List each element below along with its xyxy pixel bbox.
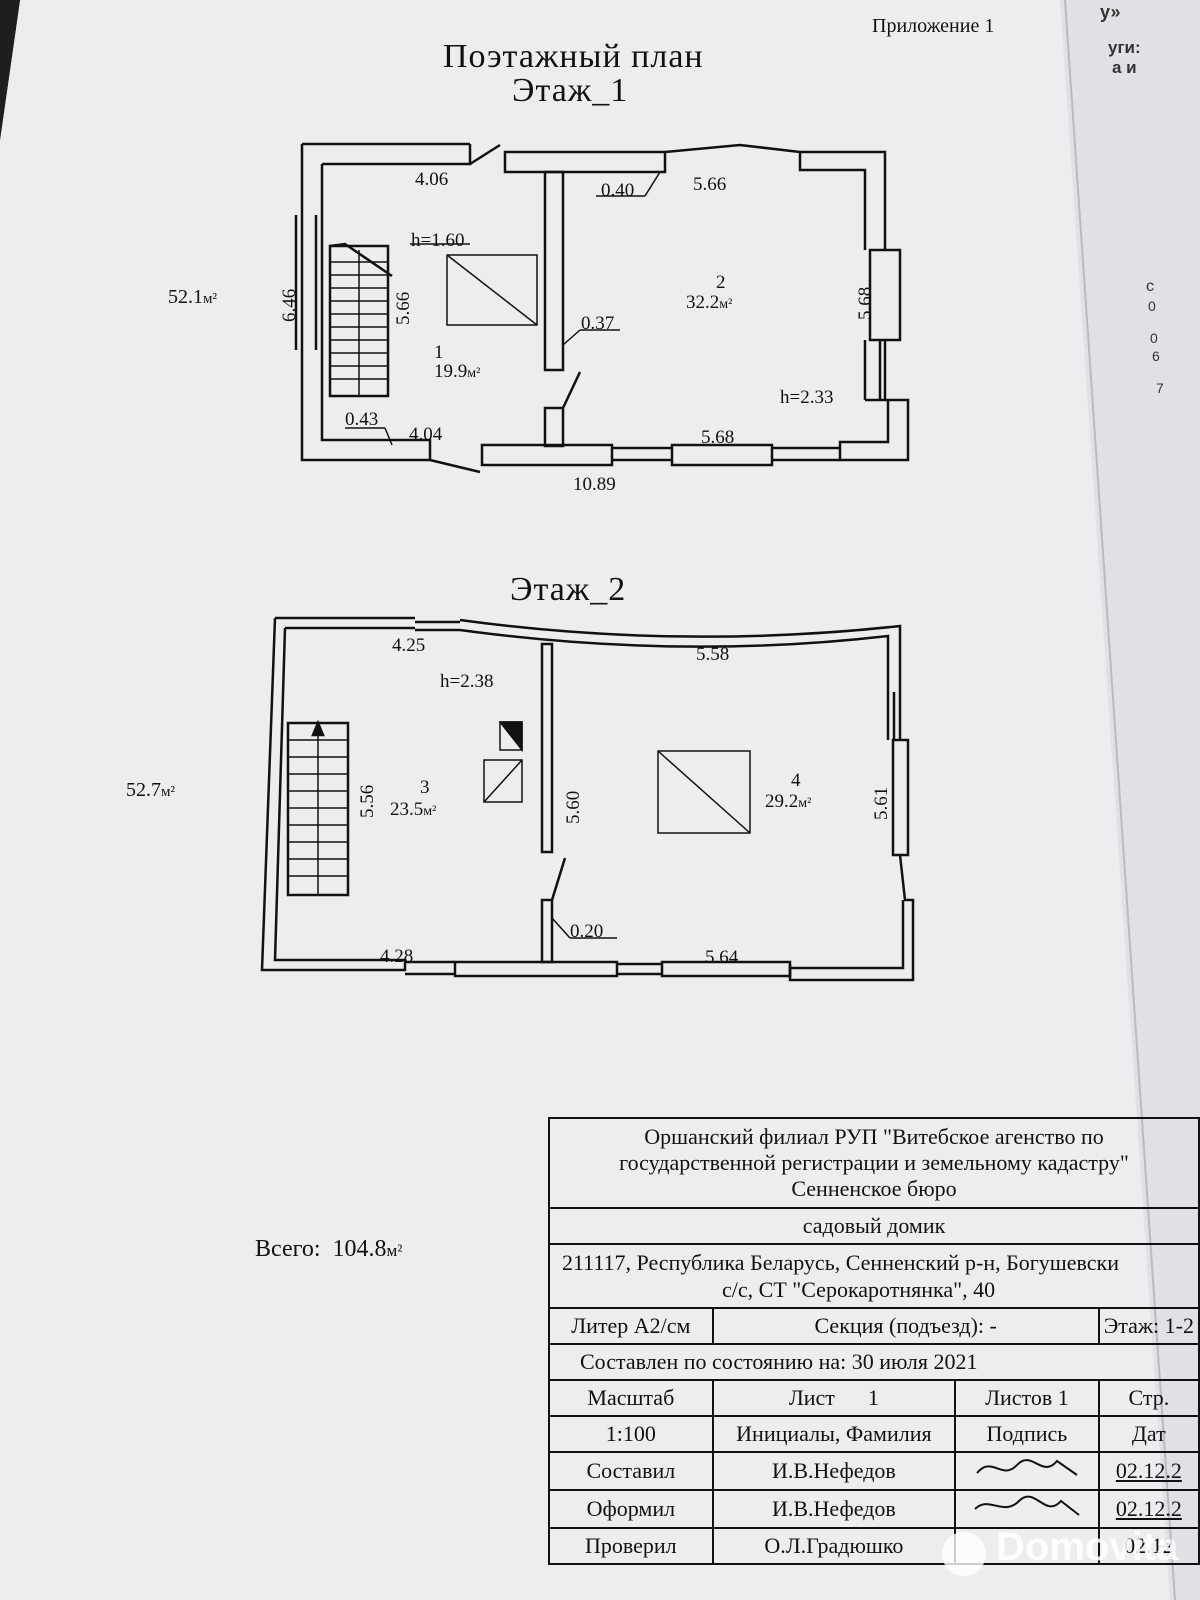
stamp-person: И.В.Нефедов: [711, 1489, 957, 1529]
title-block: Оршанский филиал РУП "Витебское агенство…: [548, 1117, 1200, 1571]
side-fragment: с: [1146, 278, 1154, 295]
side-fragment: 7: [1156, 380, 1164, 396]
floor1-label: Этаж_1: [512, 72, 629, 109]
floor2-total-area: 52.7м²: [126, 779, 175, 801]
dim-f1-ceiling-h: h=2.33: [780, 387, 834, 408]
room-2-area: 32.2м²: [686, 292, 733, 313]
dim-f1-bottom-left: 4.04: [409, 424, 443, 445]
stamp-sheet: Лист 1: [711, 1379, 957, 1417]
stamp-role: Проверил: [548, 1527, 714, 1565]
room-3-area: 23.5м²: [390, 799, 437, 820]
stamp-liter: Литер А2/см: [548, 1307, 714, 1345]
stamp-initials-label: Инициалы, Фамилия: [711, 1415, 957, 1453]
dim-f1-top-right: 5.66: [693, 174, 727, 195]
side-fragment: 0: [1150, 330, 1158, 346]
room-4-number: 4: [791, 770, 801, 791]
stamp-sheets-count: Листов 1: [954, 1379, 1100, 1417]
room-1-area: 19.9м²: [434, 361, 481, 382]
stamp-page-label: Стр.: [1097, 1379, 1200, 1417]
floor1-total-area: 52.1м²: [168, 286, 217, 308]
watermark-text: Domovita: [996, 1525, 1179, 1569]
dim-f2-top-left: 4.25: [392, 635, 426, 656]
stamp-person: И.В.Нефедов: [711, 1451, 957, 1491]
dim-f1-bottom-wall: 0.43: [345, 409, 379, 430]
dim-f1-top-mid: 0.40: [601, 180, 635, 201]
room-1-number: 1: [434, 342, 444, 363]
stamp-person: О.Л.Градюшко: [711, 1527, 957, 1565]
room-4-area: 29.2м²: [765, 791, 812, 812]
stamp-scale-label: Масштаб: [548, 1379, 714, 1417]
dim-f1-bottom-right: 5.68: [701, 427, 735, 448]
dim-f2-right: 5.61: [871, 786, 892, 820]
room-3-number: 3: [420, 777, 430, 798]
dim-f1-wall: 0.37: [581, 313, 615, 334]
appendix-label: Приложение 1: [872, 15, 995, 37]
stamp-signature-label: Подпись: [954, 1415, 1100, 1453]
stamp-state-date: Составлен по состоянию на: 30 июля 2021: [548, 1343, 1200, 1381]
stamp-section: Секция (подъезд): -: [711, 1307, 1100, 1345]
stamp-date-label: Дат: [1097, 1415, 1200, 1453]
stamp-row: Оформил И.В.Нефедов 02.12.2: [548, 1489, 1200, 1529]
side-fragment: а и: [1112, 58, 1137, 77]
stamp-scale-value: 1:100: [548, 1415, 714, 1453]
signature: [954, 1451, 1100, 1491]
stamp-row: Составил И.В.Нефедов 02.12.2: [548, 1451, 1200, 1491]
stamp-date: 02.12: [1097, 1527, 1200, 1565]
dim-f2-top-right: 5.58: [696, 644, 730, 665]
dim-f2-ceiling-h: h=2.38: [440, 671, 494, 692]
stamp-row: Проверил О.Л.Градюшко 02.12: [548, 1527, 1200, 1565]
stamp-address: 211117, Республика Беларусь, Сенненский …: [548, 1243, 1200, 1309]
plan-title: Поэтажный план: [443, 38, 704, 75]
total-area: Всего: 104.8м²: [255, 1236, 403, 1262]
side-fragment: уги:: [1108, 38, 1141, 57]
dim-f2-bottom-left: 4.28: [380, 946, 414, 967]
dim-f2-bottom-right: 5.64: [705, 947, 739, 968]
dim-f2-left: 5.56: [357, 784, 378, 818]
dim-f1-stair-h: h=1.60: [411, 230, 465, 251]
stamp-role: Составил: [548, 1451, 714, 1491]
dim-f1-top-left: 4.06: [415, 169, 449, 190]
dim-f2-wall: 5.60: [563, 790, 584, 824]
stamp-floor: Этаж: 1-2: [1097, 1307, 1200, 1345]
dim-f1-bottom-total: 10.89: [573, 474, 616, 495]
side-fragment: 0: [1148, 298, 1156, 314]
room-2-number: 2: [716, 272, 726, 293]
stamp-organization: Оршанский филиал РУП "Витебское агенство…: [548, 1117, 1200, 1209]
stamp-date: 02.12.2: [1097, 1489, 1200, 1529]
side-fragment: 6: [1152, 348, 1160, 364]
signature: [954, 1489, 1100, 1529]
stamp-role: Оформил: [548, 1489, 714, 1529]
watermark-logo-icon: [942, 1532, 986, 1576]
floor2-label: Этаж_2: [510, 571, 627, 608]
dim-f2-door: 0.20: [570, 921, 604, 942]
stamp-date: 02.12.2: [1097, 1451, 1200, 1491]
stamp-object: садовый домик: [548, 1207, 1200, 1245]
side-fragment: у»: [1100, 2, 1121, 22]
